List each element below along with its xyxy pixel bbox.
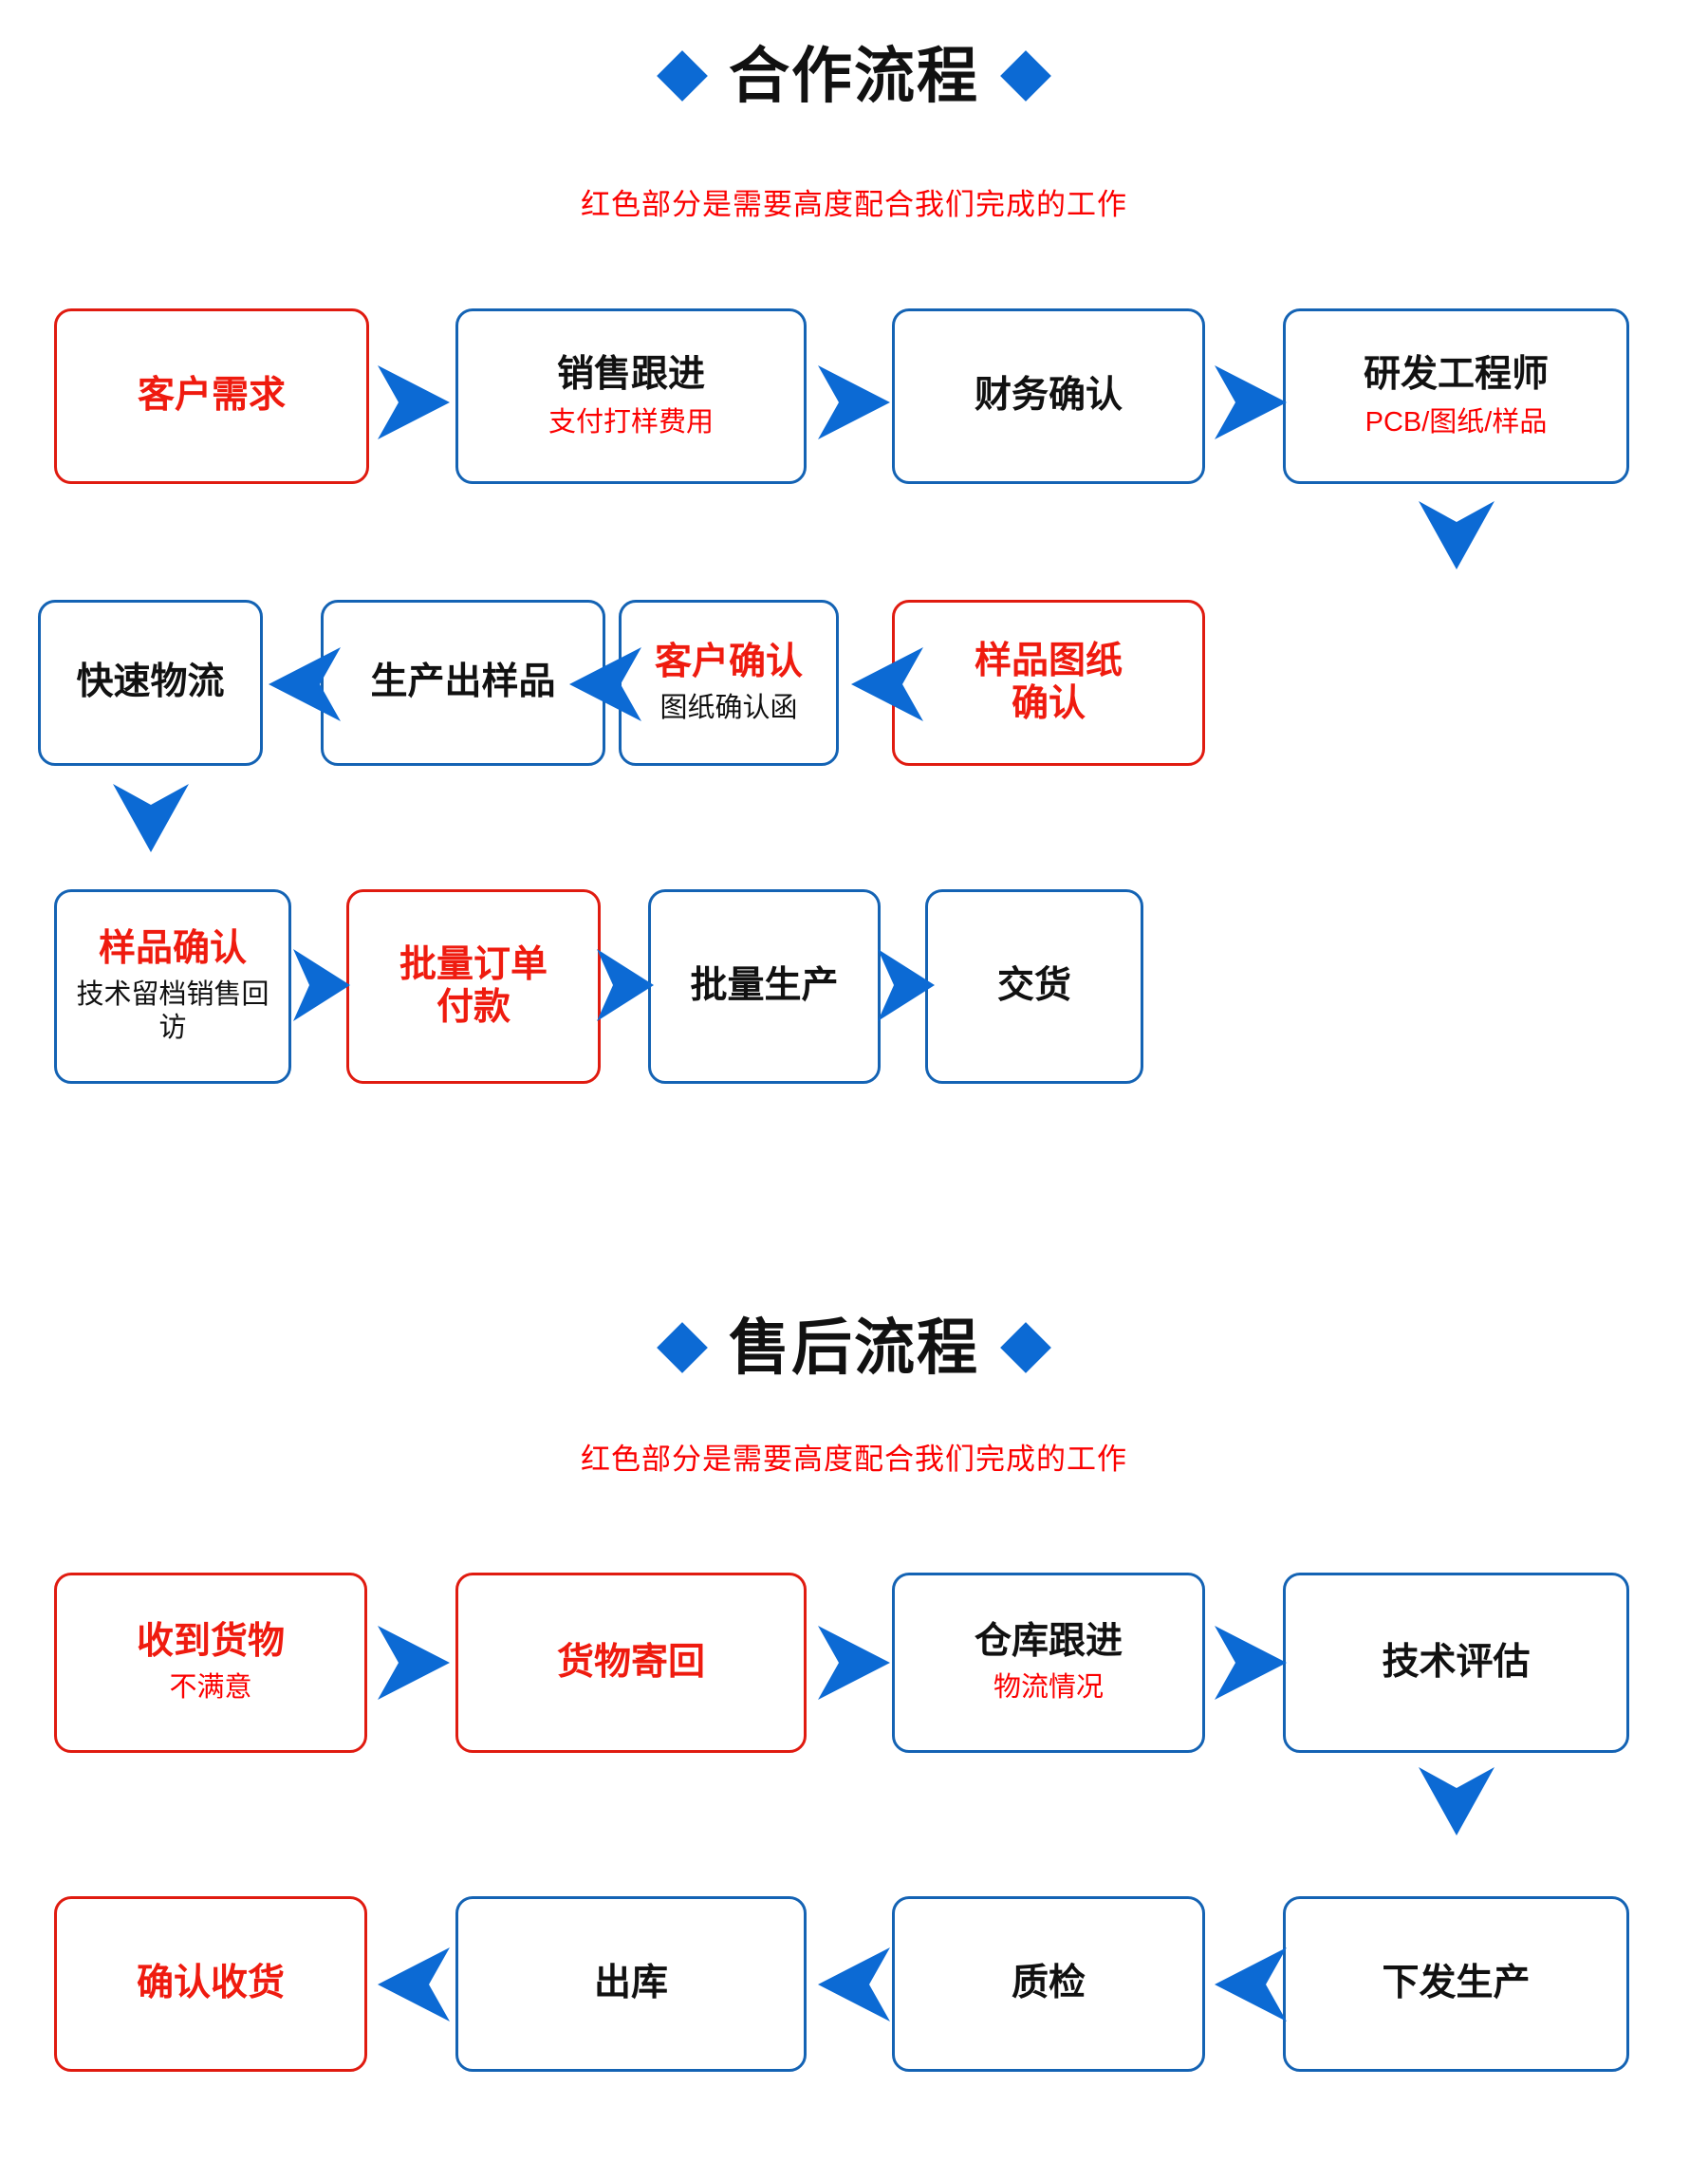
node-title: 样品图纸 确认 — [974, 640, 1123, 724]
flow-node-goods-received[interactable]: 收到货物 不满意 — [54, 1573, 367, 1753]
node-title: 技术评估 — [1382, 1641, 1531, 1683]
diamond-icon — [1000, 1322, 1051, 1373]
node-title: 快速物流 — [76, 661, 225, 703]
flow-node-issue-production[interactable]: 下发生产 — [1283, 1896, 1629, 2072]
node-title: 下发生产 — [1382, 1963, 1531, 2004]
node-title: 财务确认 — [974, 375, 1123, 417]
node-title: 客户确认 — [654, 641, 803, 682]
flow-node-mass-production[interactable]: 批量生产 — [648, 889, 881, 1084]
flow-node-rd-engineer[interactable]: 研发工程师 PCB/图纸/样品 — [1283, 308, 1629, 484]
flow-node-goods-returned[interactable]: 货物寄回 — [455, 1573, 807, 1753]
arrow-right-icon — [818, 1626, 890, 1700]
flow-node-customer-requirement[interactable]: 客户需求 — [54, 308, 369, 484]
flow-node-fast-logistics[interactable]: 快速物流 — [38, 600, 263, 766]
node-subtitle: 物流情况 — [993, 1672, 1104, 1704]
arrow-right-icon — [818, 365, 890, 439]
node-title: 质检 — [1011, 1963, 1086, 2004]
node-title: 批量生产 — [690, 965, 839, 1007]
flow-node-customer-confirm[interactable]: 客户确认 图纸确认函 — [619, 600, 839, 766]
flow-node-technical-evaluation[interactable]: 技术评估 — [1283, 1573, 1629, 1753]
node-title: 交货 — [996, 965, 1071, 1007]
diamond-icon — [1000, 50, 1051, 102]
diamond-icon — [657, 50, 708, 102]
node-subtitle: 技术留档销售回访 — [76, 979, 269, 1043]
flow-node-sample-drawing-confirm[interactable]: 样品图纸 确认 — [892, 600, 1205, 766]
node-subtitle: PCB/图纸/样品 — [1365, 406, 1548, 438]
node-title: 研发工程师 — [1363, 353, 1549, 395]
flow-node-sample-production[interactable]: 生产出样品 — [321, 600, 605, 766]
diamond-icon — [657, 1322, 708, 1373]
node-subtitle: 图纸确认函 — [659, 692, 798, 723]
node-title: 收到货物 — [136, 1621, 285, 1663]
arrow-left-icon — [378, 1947, 450, 2021]
arrow-down-icon — [1419, 501, 1494, 569]
flow-node-confirm-receipt[interactable]: 确认收货 — [54, 1896, 367, 2072]
node-title: 仓库跟进 — [974, 1621, 1123, 1663]
section-title-after-sales: 售后流程 — [0, 1317, 1708, 1378]
flow-node-sample-confirm[interactable]: 样品确认 技术留档销售回访 — [54, 889, 291, 1084]
node-title: 生产出样品 — [370, 661, 556, 703]
arrow-down-icon — [1419, 1767, 1494, 1835]
flow-node-delivery[interactable]: 交货 — [925, 889, 1143, 1084]
arrow-left-icon — [1215, 1947, 1287, 2021]
arrow-right-icon — [1215, 365, 1287, 439]
node-title: 出库 — [593, 1963, 668, 2004]
flow-node-outbound[interactable]: 出库 — [455, 1896, 807, 2072]
arrow-right-icon — [378, 365, 450, 439]
node-title: 货物寄回 — [556, 1641, 705, 1683]
arrow-right-icon — [1215, 1626, 1287, 1700]
arrow-left-icon — [569, 647, 641, 721]
section-title-cooperation: 合作流程 — [0, 46, 1708, 106]
arrow-right-icon — [597, 949, 654, 1021]
section-heading: 合作流程 — [729, 42, 979, 110]
arrow-left-icon — [851, 647, 923, 721]
arrow-right-icon — [293, 949, 350, 1021]
node-title: 样品确认 — [98, 928, 247, 970]
arrow-down-icon — [113, 784, 189, 852]
section-subtitle-after-sales: 红色部分是需要高度配合我们完成的工作 — [581, 1443, 1127, 1476]
flow-node-sales-followup[interactable]: 销售跟进 支付打样费用 — [455, 308, 807, 484]
arrow-right-icon — [878, 949, 935, 1021]
node-title: 销售跟进 — [556, 353, 705, 395]
node-subtitle: 不满意 — [169, 1672, 252, 1704]
section-subtitle-cooperation: 红色部分是需要高度配合我们完成的工作 — [581, 188, 1127, 221]
flow-node-warehouse-followup[interactable]: 仓库跟进 物流情况 — [892, 1573, 1205, 1753]
flow-node-bulk-order-payment[interactable]: 批量订单 付款 — [346, 889, 601, 1084]
node-title: 客户需求 — [137, 375, 286, 417]
arrow-right-icon — [378, 1626, 450, 1700]
arrow-left-icon — [818, 1947, 890, 2021]
node-title: 批量订单 付款 — [399, 943, 548, 1028]
flow-node-finance-confirm[interactable]: 财务确认 — [892, 308, 1205, 484]
section-heading: 售后流程 — [729, 1313, 979, 1382]
arrow-left-icon — [269, 647, 341, 721]
flow-node-quality-inspection[interactable]: 质检 — [892, 1896, 1205, 2072]
node-title: 确认收货 — [136, 1963, 285, 2004]
node-subtitle: 支付打样费用 — [548, 406, 714, 438]
